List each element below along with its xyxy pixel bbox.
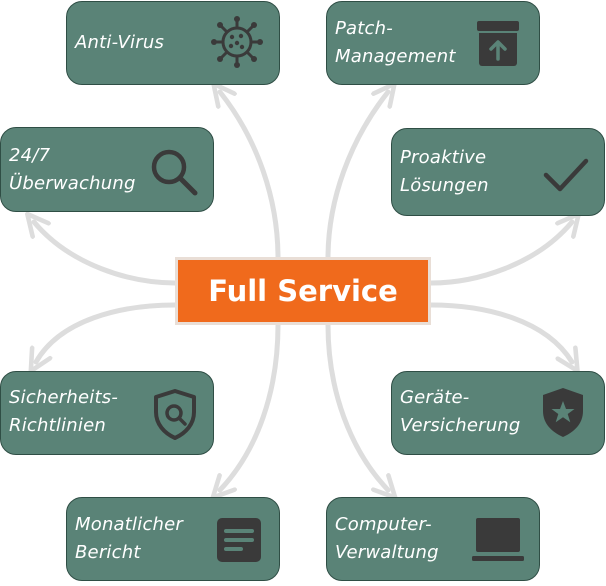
card-device-insurance: Geräte- Versicherung [391,371,605,455]
card-monitoring: 24/7 Überwachung [0,127,214,212]
card-label-line1: 24/7 [9,145,51,166]
card-label: Anti-Virus [75,32,165,53]
card-security-policies: Sicherheits- Richtlinien [0,371,214,455]
card-proactive-solutions: Proaktive Lösungen [391,128,605,216]
card-label-line1: Sicherheits- [9,387,119,408]
shield-search-icon [147,386,203,442]
center-title: Full Service [208,274,398,308]
shield-star-icon [535,384,591,440]
card-label-line2: Überwachung [9,173,136,194]
card-label-line1: Computer- [335,514,432,535]
card-label-line1: Patch- [335,18,393,39]
card-patch-management: Patch- Management [326,1,540,85]
card-label-line2: Lösungen [400,175,489,196]
arrow-insurance [428,302,572,362]
arrow-monitoring [34,222,178,286]
arrow-antivirus [220,92,281,261]
arrow-proactive [428,222,572,286]
arrow-patch [325,92,388,261]
arrow-security [36,302,178,362]
laptop-icon [470,512,526,568]
card-antivirus: Anti-Virus [66,1,280,85]
card-label-line2: Verwaltung [335,542,439,563]
full-service-box: Full Service [175,257,431,325]
card-monthly-report: Monatlicher Bericht [66,497,280,581]
arrow-computer [325,322,388,490]
arrow-report [220,322,281,490]
document-icon [211,512,267,568]
card-label-line2: Versicherung [400,415,521,436]
card-label-line2: Richtlinien [9,415,106,436]
checkmark-icon [538,147,594,203]
card-label-line1: Proaktive [400,147,487,168]
card-label-line1: Monatlicher [75,514,184,535]
card-computer-management: Computer- Verwaltung [326,497,540,581]
search-icon [147,145,203,201]
card-label-line2: Bericht [75,542,141,563]
card-label-line1: Geräte- [400,387,470,408]
card-label-line2: Management [335,46,456,67]
archive-upload-icon [470,15,526,71]
virus-icon [209,14,265,70]
